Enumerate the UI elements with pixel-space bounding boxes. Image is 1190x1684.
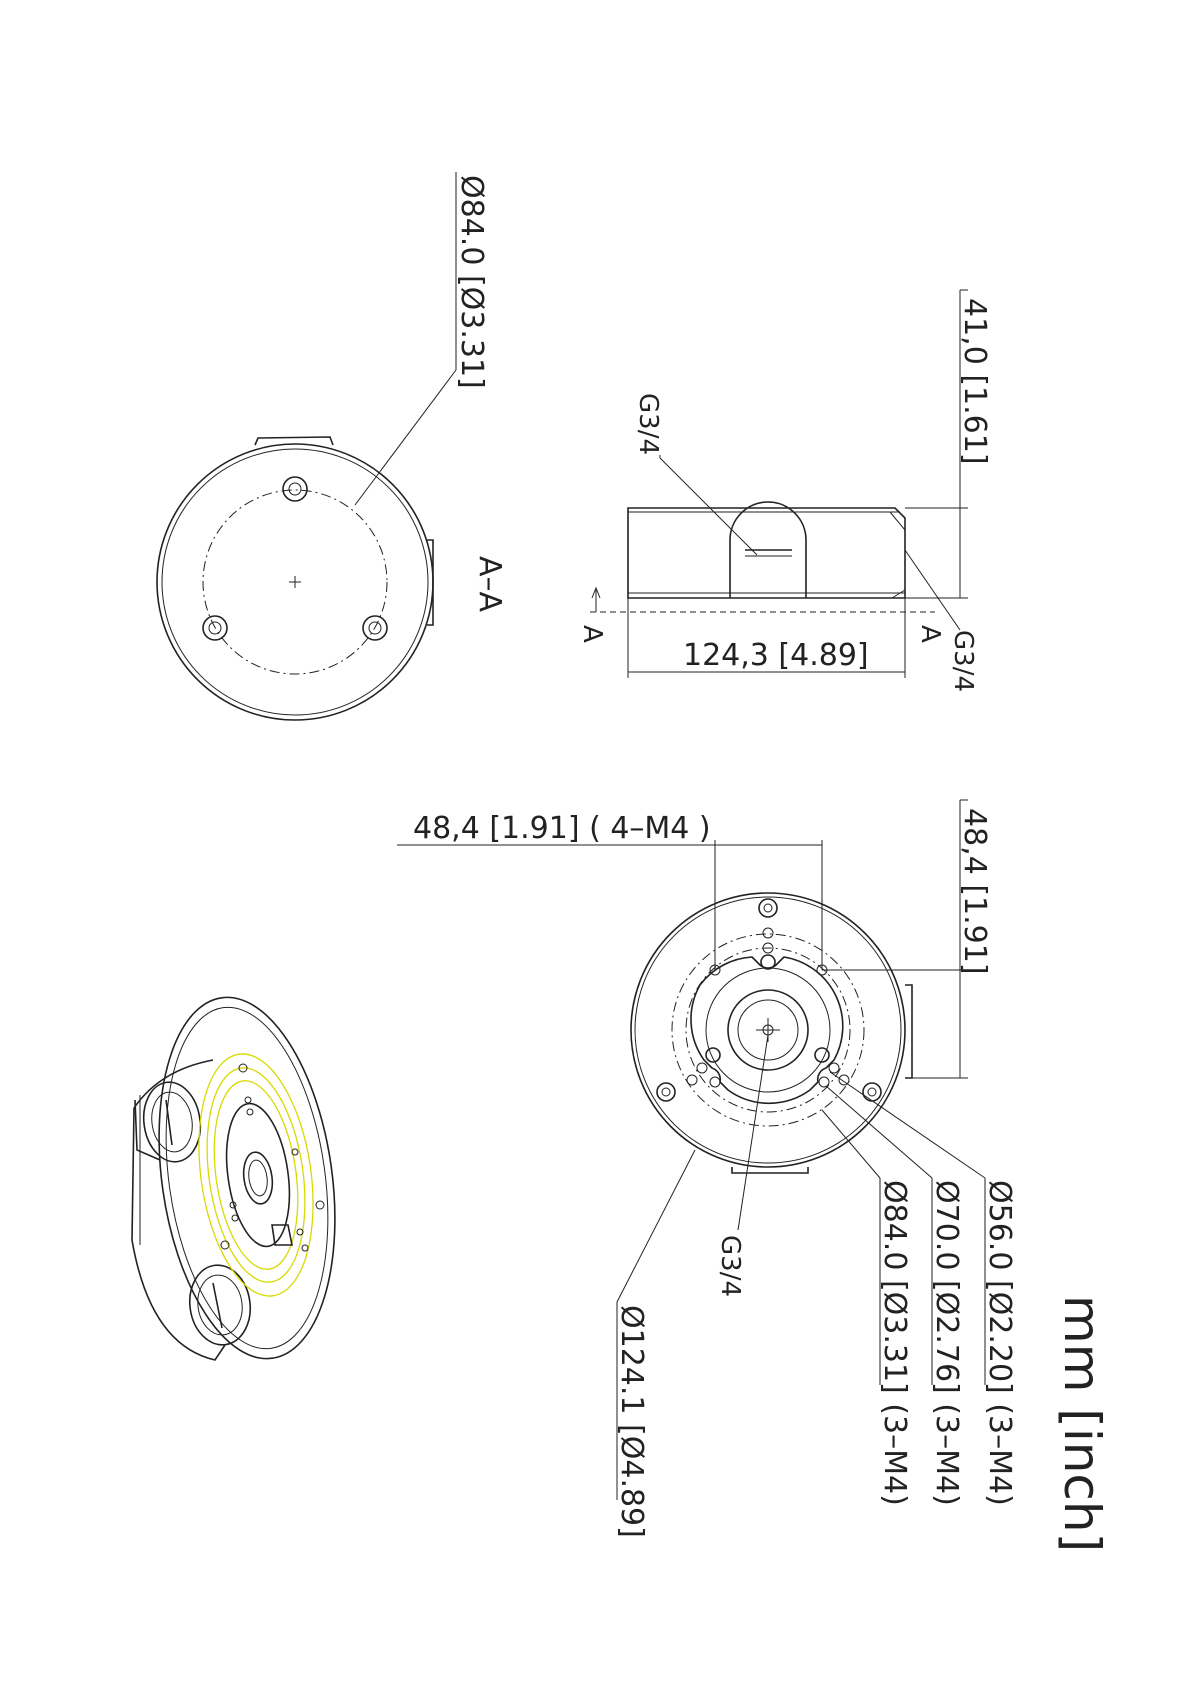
top-view: Ø84.0 [Ø3.31] A–A [156,172,507,721]
isometric-view [131,996,336,1361]
side-height-label: 41,0 [1.61] [957,298,992,465]
units-label: mm [inch] [1053,1295,1111,1552]
bottom-width-label: 48,4 [1.91] ( 4–M4 ) [413,811,711,846]
side-g34-right-label: G3/4 [948,630,978,692]
section-mark-right: A [915,625,945,643]
section-label: A–A [472,556,507,613]
bottom-view: 48,4 [1.91] ( 4–M4 ) 48,4 [1.91] G3/4 Ø5… [397,799,1017,1538]
side-g34-left-label: G3/4 [633,393,663,455]
section-mark-left: A [577,625,607,643]
top-view-diameter-label: Ø84.0 [Ø3.31] [454,175,489,389]
bottom-d70-label: Ø70.0 [Ø2.76] (3–M4) [929,1180,964,1506]
bottom-height-label: 48,4 [1.91] [957,808,992,975]
bottom-d56-label: Ø56.0 [Ø2.20] (3–M4) [982,1180,1017,1506]
side-width-label: 124,3 [4.89] [683,638,869,673]
bottom-d124-label: Ø124.1 [Ø4.89] [614,1305,649,1538]
bottom-d84-label: Ø84.0 [Ø3.31] (3–M4) [877,1180,912,1506]
side-view: A A 124,3 [4.89] 41,0 [1.61] G3/4 G3/4 [577,289,992,692]
bottom-g34-label: G3/4 [715,1235,745,1297]
